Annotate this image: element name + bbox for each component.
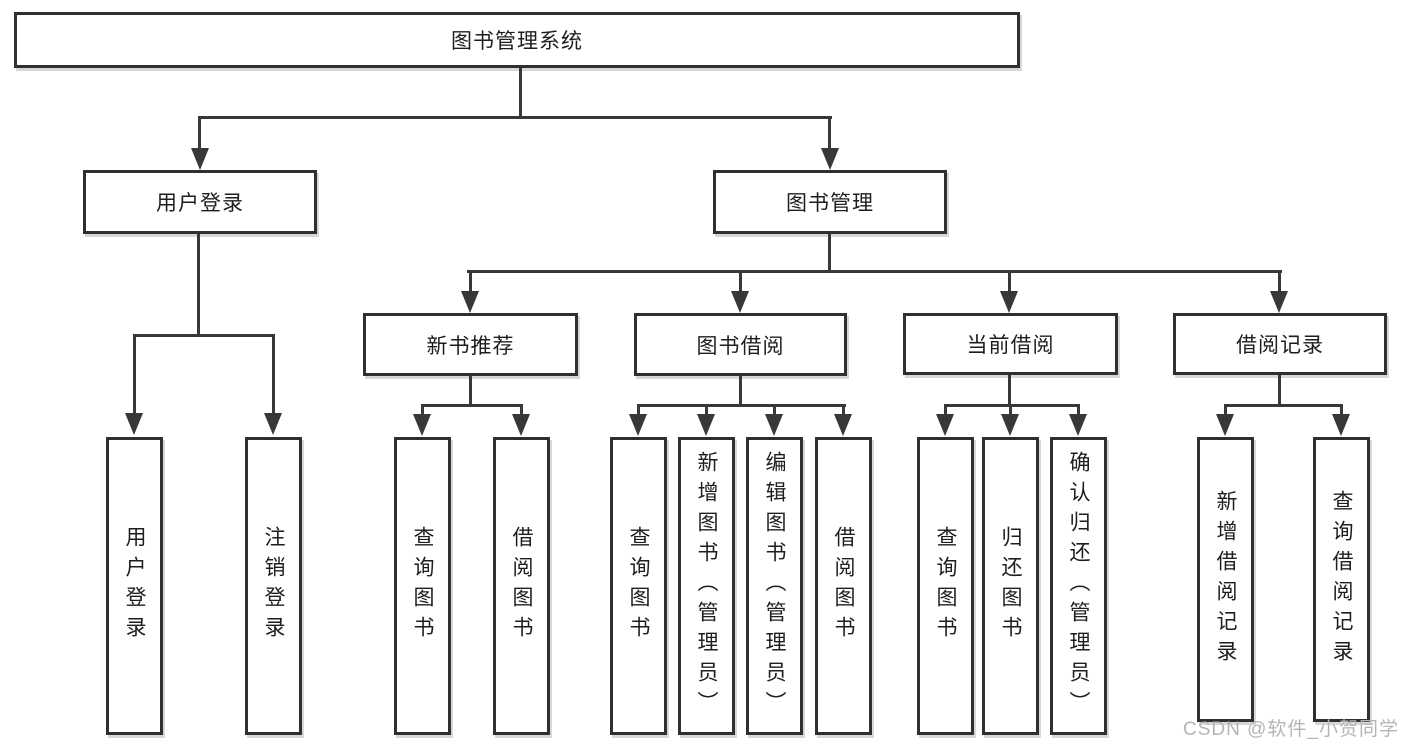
- node-book-borrow-label: 图书借阅: [696, 334, 785, 358]
- connector-borrow-leaf2-arrowhead: [697, 414, 715, 436]
- connector-to-book-borrow-stem: [739, 270, 742, 293]
- leaf-borrow-books-label: 借阅图书: [832, 526, 855, 646]
- connector-borrow-leaf2-stem: [705, 404, 708, 416]
- node-book-borrow: 图书借阅: [634, 313, 847, 376]
- connector-book-management-stem: [828, 234, 831, 273]
- connector-current-leaf2-stem: [1009, 404, 1012, 416]
- leaf-current-search-books: 查询图书: [917, 437, 974, 735]
- leaf-borrow-search-books-label: 查询图书: [627, 526, 650, 646]
- leaf-borrow-books: 借阅图书: [815, 437, 872, 735]
- leaf-confirm-return-admin: 确认归还（管理员）: [1050, 437, 1107, 735]
- connector-to-user-login-stem: [198, 116, 201, 150]
- connector-to-book-management-arrowhead: [821, 148, 839, 170]
- connector-current-leaf2-arrowhead: [1001, 414, 1019, 436]
- connector-current-leaf3-stem: [1077, 404, 1080, 416]
- connector-records-leaf1-arrowhead: [1216, 414, 1234, 436]
- csdn-watermark: CSDN @软件_小贺同学: [1183, 719, 1399, 740]
- connector-borrow-leaf4-stem: [842, 404, 845, 416]
- connector-to-borrow-records-stem: [1278, 270, 1281, 293]
- connector-records-stem: [1278, 375, 1281, 407]
- node-new-book-recommend-label: 新书推荐: [426, 334, 515, 358]
- connector-borrow-leaf1-arrowhead: [629, 414, 647, 436]
- connector-current-rail: [944, 404, 1080, 407]
- connector-user-login-rail: [133, 334, 275, 337]
- connector-records-leaf2-arrowhead: [1332, 414, 1350, 436]
- leaf-edit-books-admin: 编辑图书（管理员）: [746, 437, 803, 735]
- connector-recommend-leaf1-arrowhead: [413, 414, 431, 436]
- connector-records-leaf1-stem: [1224, 404, 1227, 416]
- connector-borrow-leaf3-arrowhead: [765, 414, 783, 436]
- connector-borrow-rail: [637, 404, 846, 407]
- node-user-login: 用户登录: [83, 170, 317, 234]
- leaf-user-login: 用户登录: [106, 437, 163, 735]
- leaf-logout-label: 注销登录: [262, 526, 285, 646]
- connector-records-leaf2-stem: [1340, 404, 1343, 416]
- leaf-current-search-books-label: 查询图书: [934, 526, 957, 646]
- connector-to-current-borrow-arrowhead: [1000, 291, 1018, 313]
- leaf-add-borrow-record-label: 新增借阅记录: [1214, 489, 1237, 670]
- leaf-logout: 注销登录: [245, 437, 302, 735]
- connector-current-leaf1-arrowhead: [936, 414, 954, 436]
- connector-to-leaf-login-stem: [133, 334, 136, 414]
- connector-to-user-login-arrowhead: [191, 148, 209, 170]
- node-current-borrow-label: 当前借阅: [966, 334, 1055, 357]
- node-library-management-system: 图书管理系统: [14, 12, 1020, 68]
- connector-borrow-leaf4-arrowhead: [834, 414, 852, 436]
- leaf-confirm-return-admin-label: 确认归还（管理员）: [1067, 451, 1090, 721]
- connector-borrow-leaf3-stem: [773, 404, 776, 416]
- leaf-search-borrow-record: 查询借阅记录: [1313, 437, 1370, 722]
- connector-to-borrow-records-arrowhead: [1270, 291, 1288, 313]
- leaf-add-books-admin: 新增图书（管理员）: [678, 437, 735, 735]
- connector-recommend-stem: [469, 376, 472, 407]
- connector-to-leaf-logout-stem: [272, 334, 275, 414]
- node-borrow-records-label: 借阅记录: [1236, 334, 1324, 357]
- connector-root-stem: [519, 68, 522, 119]
- connector-current-leaf3-arrowhead: [1069, 414, 1087, 436]
- connector-recommend-rail: [421, 404, 523, 407]
- connector-to-leaf-logout-arrowhead: [264, 413, 282, 435]
- connector-to-new-book-arrowhead: [461, 291, 479, 313]
- connector-to-current-borrow-stem: [1008, 270, 1011, 293]
- connector-recommend-leaf1-stem: [421, 404, 424, 416]
- node-user-login-label: 用户登录: [156, 192, 244, 215]
- leaf-return-books-label: 归还图书: [999, 526, 1022, 646]
- node-book-management-label: 图书管理: [786, 192, 874, 215]
- connector-borrow-leaf1-stem: [637, 404, 640, 416]
- connector-recommend-leaf2-stem: [520, 404, 523, 416]
- leaf-return-books: 归还图书: [982, 437, 1039, 735]
- connector-records-rail: [1224, 404, 1343, 407]
- node-new-book-recommend: 新书推荐: [363, 313, 578, 376]
- leaf-borrow-search-books: 查询图书: [610, 437, 667, 735]
- leaf-add-books-admin-label: 新增图书（管理员）: [695, 451, 718, 721]
- connector-to-book-borrow-arrowhead: [731, 291, 749, 313]
- connector-user-login-stem: [197, 234, 200, 337]
- leaf-recommend-borrow-books-label: 借阅图书: [510, 526, 533, 646]
- node-borrow-records: 借阅记录: [1173, 313, 1387, 375]
- leaf-edit-books-admin-label: 编辑图书（管理员）: [763, 451, 786, 721]
- connector-to-book-management-stem: [828, 116, 831, 150]
- leaf-search-borrow-record-label: 查询借阅记录: [1330, 489, 1353, 670]
- node-library-management-system-label: 图书管理系统: [451, 30, 583, 53]
- connector-recommend-leaf2-arrowhead: [512, 414, 530, 436]
- connector-to-leaf-login-arrowhead: [125, 413, 143, 435]
- leaf-recommend-borrow-books: 借阅图书: [493, 437, 550, 735]
- node-book-management: 图书管理: [713, 170, 947, 234]
- leaf-recommend-search-books-label: 查询图书: [411, 526, 434, 646]
- leaf-add-borrow-record: 新增借阅记录: [1197, 437, 1254, 722]
- connector-current-leaf1-stem: [944, 404, 947, 416]
- leaf-recommend-search-books: 查询图书: [394, 437, 451, 735]
- connector-borrow-stem: [739, 376, 742, 407]
- node-current-borrow: 当前借阅: [903, 313, 1118, 375]
- connector-to-new-book-stem: [469, 270, 472, 293]
- connector-book-management-rail: [467, 270, 1282, 273]
- connector-root-rail: [198, 116, 832, 119]
- leaf-user-login-label: 用户登录: [123, 526, 146, 646]
- connector-current-stem: [1008, 375, 1011, 407]
